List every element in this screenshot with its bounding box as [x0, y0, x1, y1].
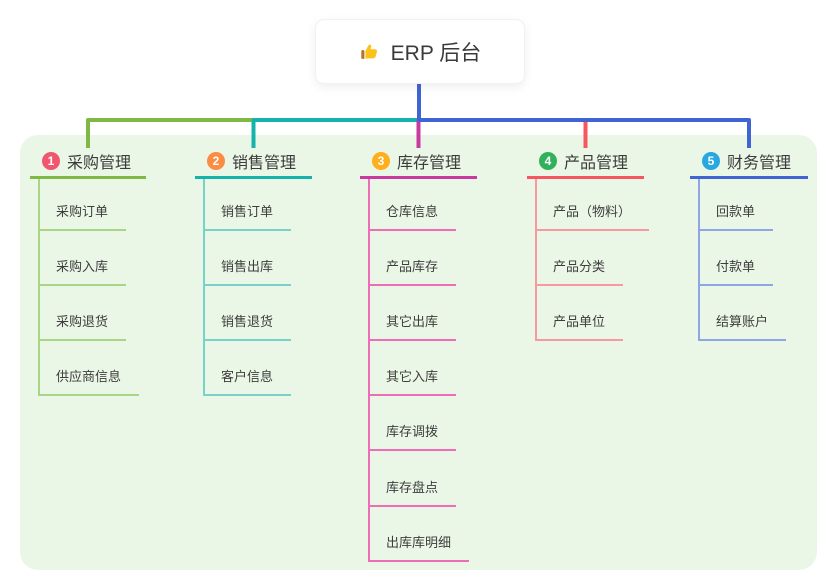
child-label: 销售出库	[221, 258, 274, 274]
branch-children-connector-line	[203, 179, 205, 397]
child-node[interactable]: 产品单位	[535, 307, 624, 341]
branch-number-badge: 4	[539, 152, 557, 170]
child-node[interactable]: 销售订单	[203, 197, 292, 231]
child-label: 客户信息	[221, 369, 274, 385]
child-node[interactable]: 采购入库	[38, 252, 127, 286]
branch-header-3[interactable]: 3 库存管理	[360, 146, 477, 179]
child-node[interactable]: 产品库存	[368, 252, 457, 286]
child-label: 出库库明细	[386, 534, 452, 550]
child-label: 其它入库	[386, 369, 439, 385]
child-node[interactable]: 仓库信息	[368, 197, 457, 231]
branch-label: 产品管理	[564, 155, 629, 172]
child-node[interactable]: 其它出库	[368, 307, 457, 341]
child-label: 仓库信息	[386, 203, 439, 219]
branch-number-badge: 5	[702, 152, 720, 170]
child-node[interactable]: 销售退货	[203, 307, 292, 341]
child-node[interactable]: 产品分类	[535, 252, 624, 286]
branch-header-5[interactable]: 5 财务管理	[690, 146, 808, 179]
child-node[interactable]: 库存调拨	[368, 417, 457, 452]
child-label: 采购退货	[56, 313, 109, 329]
child-label: 结算账户	[716, 313, 769, 329]
branch-number-badge: 2	[207, 152, 225, 170]
child-node[interactable]: 销售出库	[203, 252, 292, 286]
panel-background	[20, 135, 817, 570]
branch-children-connector-line	[38, 179, 40, 397]
branch-header-4[interactable]: 4 产品管理	[527, 146, 644, 179]
root-node[interactable]: ERP 后台	[315, 19, 525, 84]
branch-header-2[interactable]: 2 销售管理	[195, 146, 312, 179]
branch-children-connector-line	[698, 179, 700, 341]
child-label: 回款单	[716, 203, 756, 219]
child-node[interactable]: 出库库明细	[368, 528, 470, 562]
branch-label: 销售管理	[232, 155, 297, 172]
child-label: 供应商信息	[56, 369, 122, 385]
child-node[interactable]: 结算账户	[698, 307, 787, 341]
branch-number-badge: 1	[42, 152, 60, 170]
child-label: 销售订单	[221, 203, 274, 219]
child-node[interactable]: 库存盘点	[368, 473, 457, 507]
child-node[interactable]: 供应商信息	[38, 362, 140, 397]
branch-children-connector-line	[535, 179, 537, 341]
child-label: 库存盘点	[386, 479, 439, 495]
child-node[interactable]: 采购退货	[38, 307, 127, 341]
child-label: 采购订单	[56, 203, 109, 219]
branch-children-connector-line	[368, 179, 370, 562]
child-label: 采购入库	[56, 258, 109, 274]
child-label: 销售退货	[221, 313, 274, 329]
child-node[interactable]: 采购订单	[38, 197, 127, 231]
child-label: 库存调拨	[386, 424, 439, 440]
child-label: 产品单位	[553, 313, 606, 329]
branch-header-1[interactable]: 1 采购管理	[30, 146, 146, 179]
child-node[interactable]: 付款单	[698, 252, 774, 286]
thumbs-up-icon	[359, 41, 381, 63]
root-label: ERP 后台	[390, 41, 482, 65]
child-label: 付款单	[716, 258, 756, 274]
child-node[interactable]: 客户信息	[203, 362, 292, 397]
child-node[interactable]: 其它入库	[368, 362, 457, 397]
branch-label: 库存管理	[397, 155, 462, 172]
child-node[interactable]: 回款单	[698, 197, 774, 231]
branch-number-badge: 3	[372, 152, 390, 170]
branch-label: 采购管理	[67, 155, 132, 172]
child-label: 产品库存	[386, 258, 439, 274]
child-label: 产品分类	[553, 258, 606, 274]
branch-label: 财务管理	[727, 155, 792, 172]
child-label: 产品（物料）	[553, 203, 632, 219]
child-label: 其它出库	[386, 313, 439, 329]
child-node[interactable]: 产品（物料）	[535, 197, 650, 231]
